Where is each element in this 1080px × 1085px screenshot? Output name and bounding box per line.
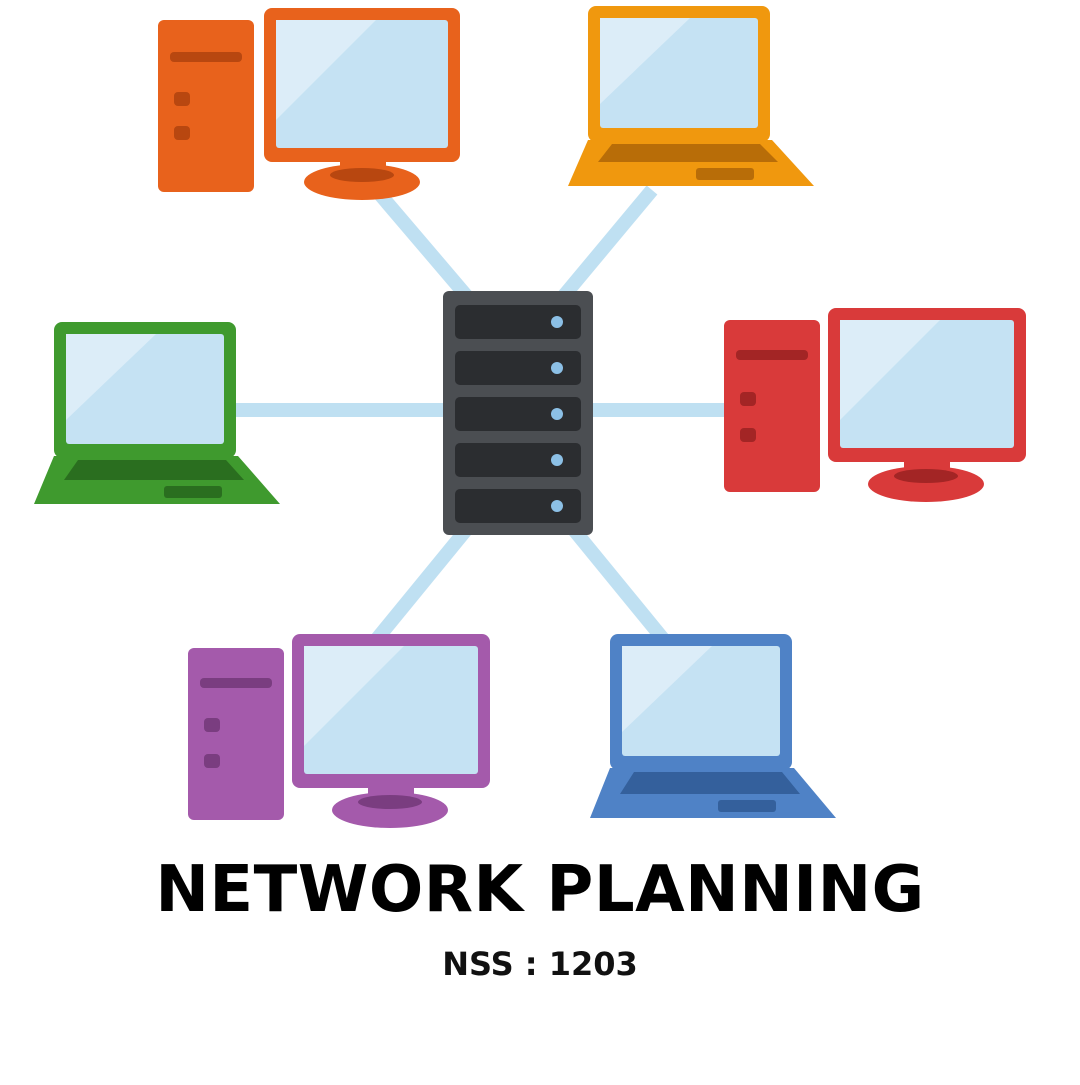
- course-code: NSS : 1203: [442, 945, 638, 983]
- desktop-computer-icon-purple: [188, 634, 490, 828]
- desktop-computer-icon-red: [724, 308, 1026, 502]
- page-title: NETWORK PLANNING: [155, 853, 925, 927]
- connection-links: [236, 185, 726, 645]
- laptop-icon-blue: [590, 634, 836, 818]
- link-laptop-bottom-right: [568, 525, 670, 645]
- laptop-icon-green: [34, 322, 280, 504]
- link-laptop-top-right: [556, 185, 658, 303]
- link-desktop-bottom-left: [370, 525, 472, 645]
- desktop-computer-icon-orange: [158, 8, 460, 200]
- link-desktop-top-left: [372, 187, 476, 305]
- server-rack-icon: [443, 291, 593, 535]
- laptop-icon-amber: [568, 6, 814, 186]
